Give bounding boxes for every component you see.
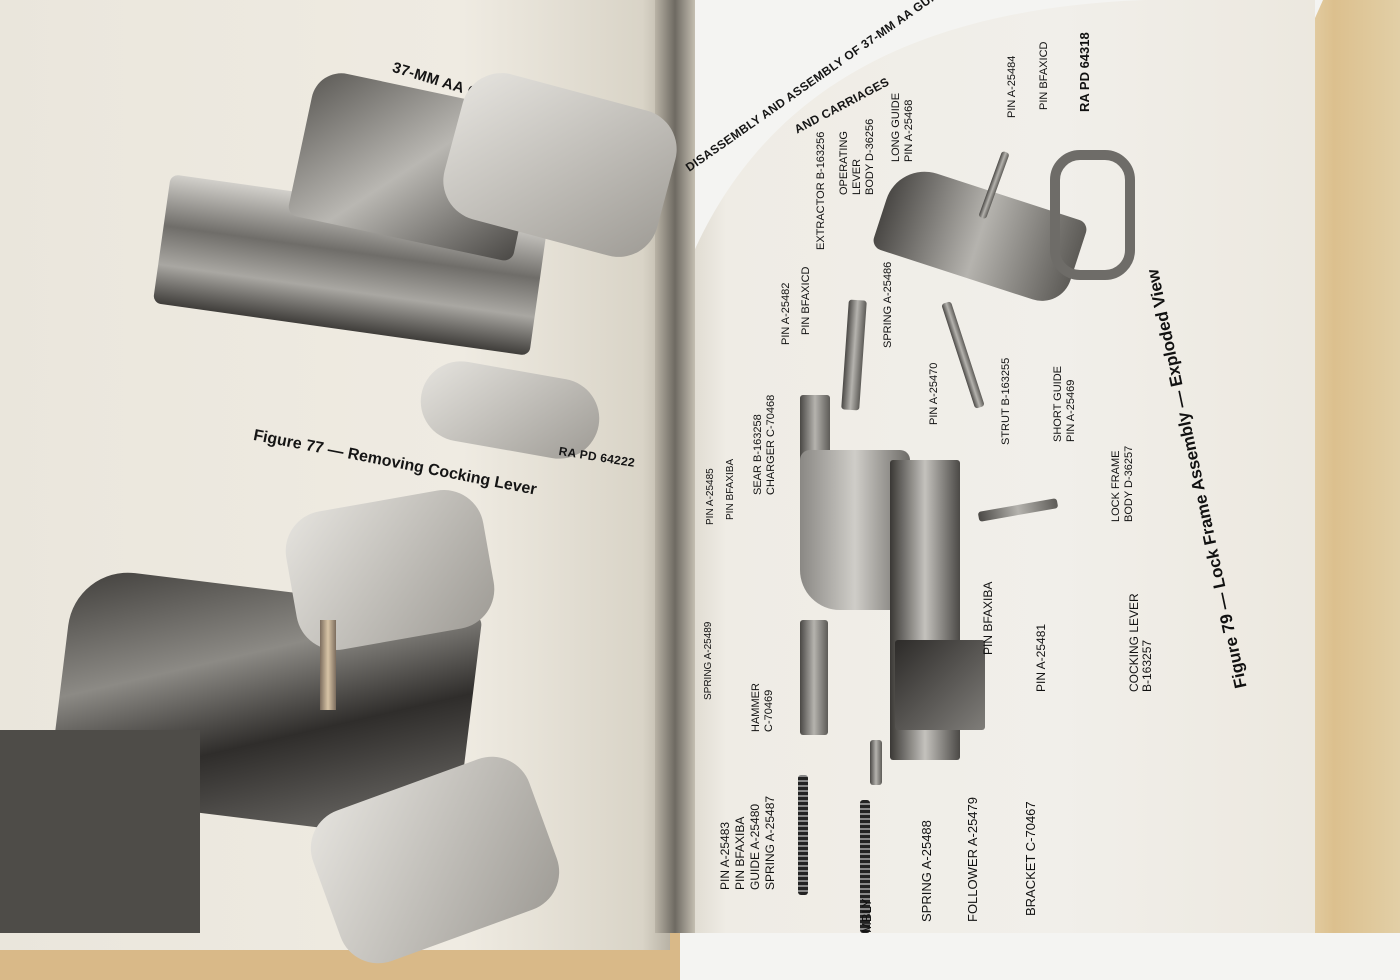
label-line: HAMMER (750, 683, 762, 732)
label-spring-a25486: SPRING A-25486 (882, 261, 894, 348)
label-line: SPRING A-25487 (763, 795, 777, 890)
label-pin-a25470: PIN A-25470 (928, 362, 940, 425)
label-assembly-partial: MBLY (859, 898, 874, 933)
label-line: SEAR B-163258 (752, 414, 764, 495)
label-strut: STRUT B-163255 (1000, 357, 1012, 445)
label-line: BODY D-36257 (1123, 445, 1135, 522)
label-lower-group: PIN A-25483 PIN BFAXIBA GUIDE A-25480 SP… (718, 796, 778, 890)
label-line: SHORT GUIDE (1052, 366, 1064, 442)
label-line: LONG GUIDE (890, 92, 902, 162)
label-pin-bfaxicd: PIN BFAXICD (800, 266, 812, 335)
label-line: PIN A-25469 (1065, 379, 1077, 442)
right-page (675, 0, 1315, 933)
label-pin-a25484: PIN A-25484 (1006, 55, 1018, 118)
label-line: LEVER (851, 158, 863, 195)
label-line: C-70469 (763, 689, 775, 732)
label-pin-bfaxicd-top: PIN BFAXICD (1038, 41, 1050, 110)
label-long-guide: LONG GUIDE PIN A-25468 (890, 93, 916, 162)
handle-loop-part (1050, 150, 1135, 280)
label-line: BODY D-36256 (864, 118, 876, 195)
label-extractor: EXTRACTOR B-163256 (815, 131, 827, 250)
figure-79-ref: RA PD 64318 (1077, 32, 1092, 112)
label-hammer: HAMMER C-70469 (750, 683, 776, 732)
label-line: B-163257 (1140, 639, 1154, 692)
label-pin-bfaxiba-b: PIN BFAXIBA (981, 581, 995, 655)
label-sear-charger: SEAR B-163258 CHARGER C-70468 (752, 395, 778, 495)
label-line: OPERATING (838, 131, 850, 195)
label-pin-a25482: PIN A-25482 (780, 282, 792, 345)
label-line: PIN A-25468 (903, 99, 915, 162)
label-pin-bfaxiba-a: PIN BFAXIBA (725, 458, 736, 520)
label-pin-a25481: PIN A-25481 (1034, 623, 1048, 692)
label-short-guide: SHORT GUIDE PIN A-25469 (1052, 366, 1078, 442)
label-line: PIN A-25483 (718, 821, 732, 890)
label-lock-frame: LOCK FRAME BODY D-36257 (1110, 446, 1136, 522)
label-spring-a25489: SPRING A-25489 (703, 621, 714, 700)
label-line: CHARGER C-70468 (765, 394, 777, 495)
label-spring-a25488: SPRING A-25488 (919, 820, 934, 922)
label-operating-lever: OPERATING LEVER BODY D-36256 (838, 119, 877, 195)
label-line: GUIDE A-25480 (748, 803, 762, 890)
label-cocking-lever: COCKING LEVER B-163257 (1127, 593, 1154, 692)
label-pin-a25485: PIN A-25485 (705, 468, 716, 525)
label-follower: FOLLOWER A-25479 (965, 797, 980, 922)
label-line: LOCK FRAME (1110, 450, 1122, 522)
label-bracket: BRACKET C-70467 (1023, 801, 1038, 916)
label-line: PIN BFAXIBA (733, 816, 747, 890)
